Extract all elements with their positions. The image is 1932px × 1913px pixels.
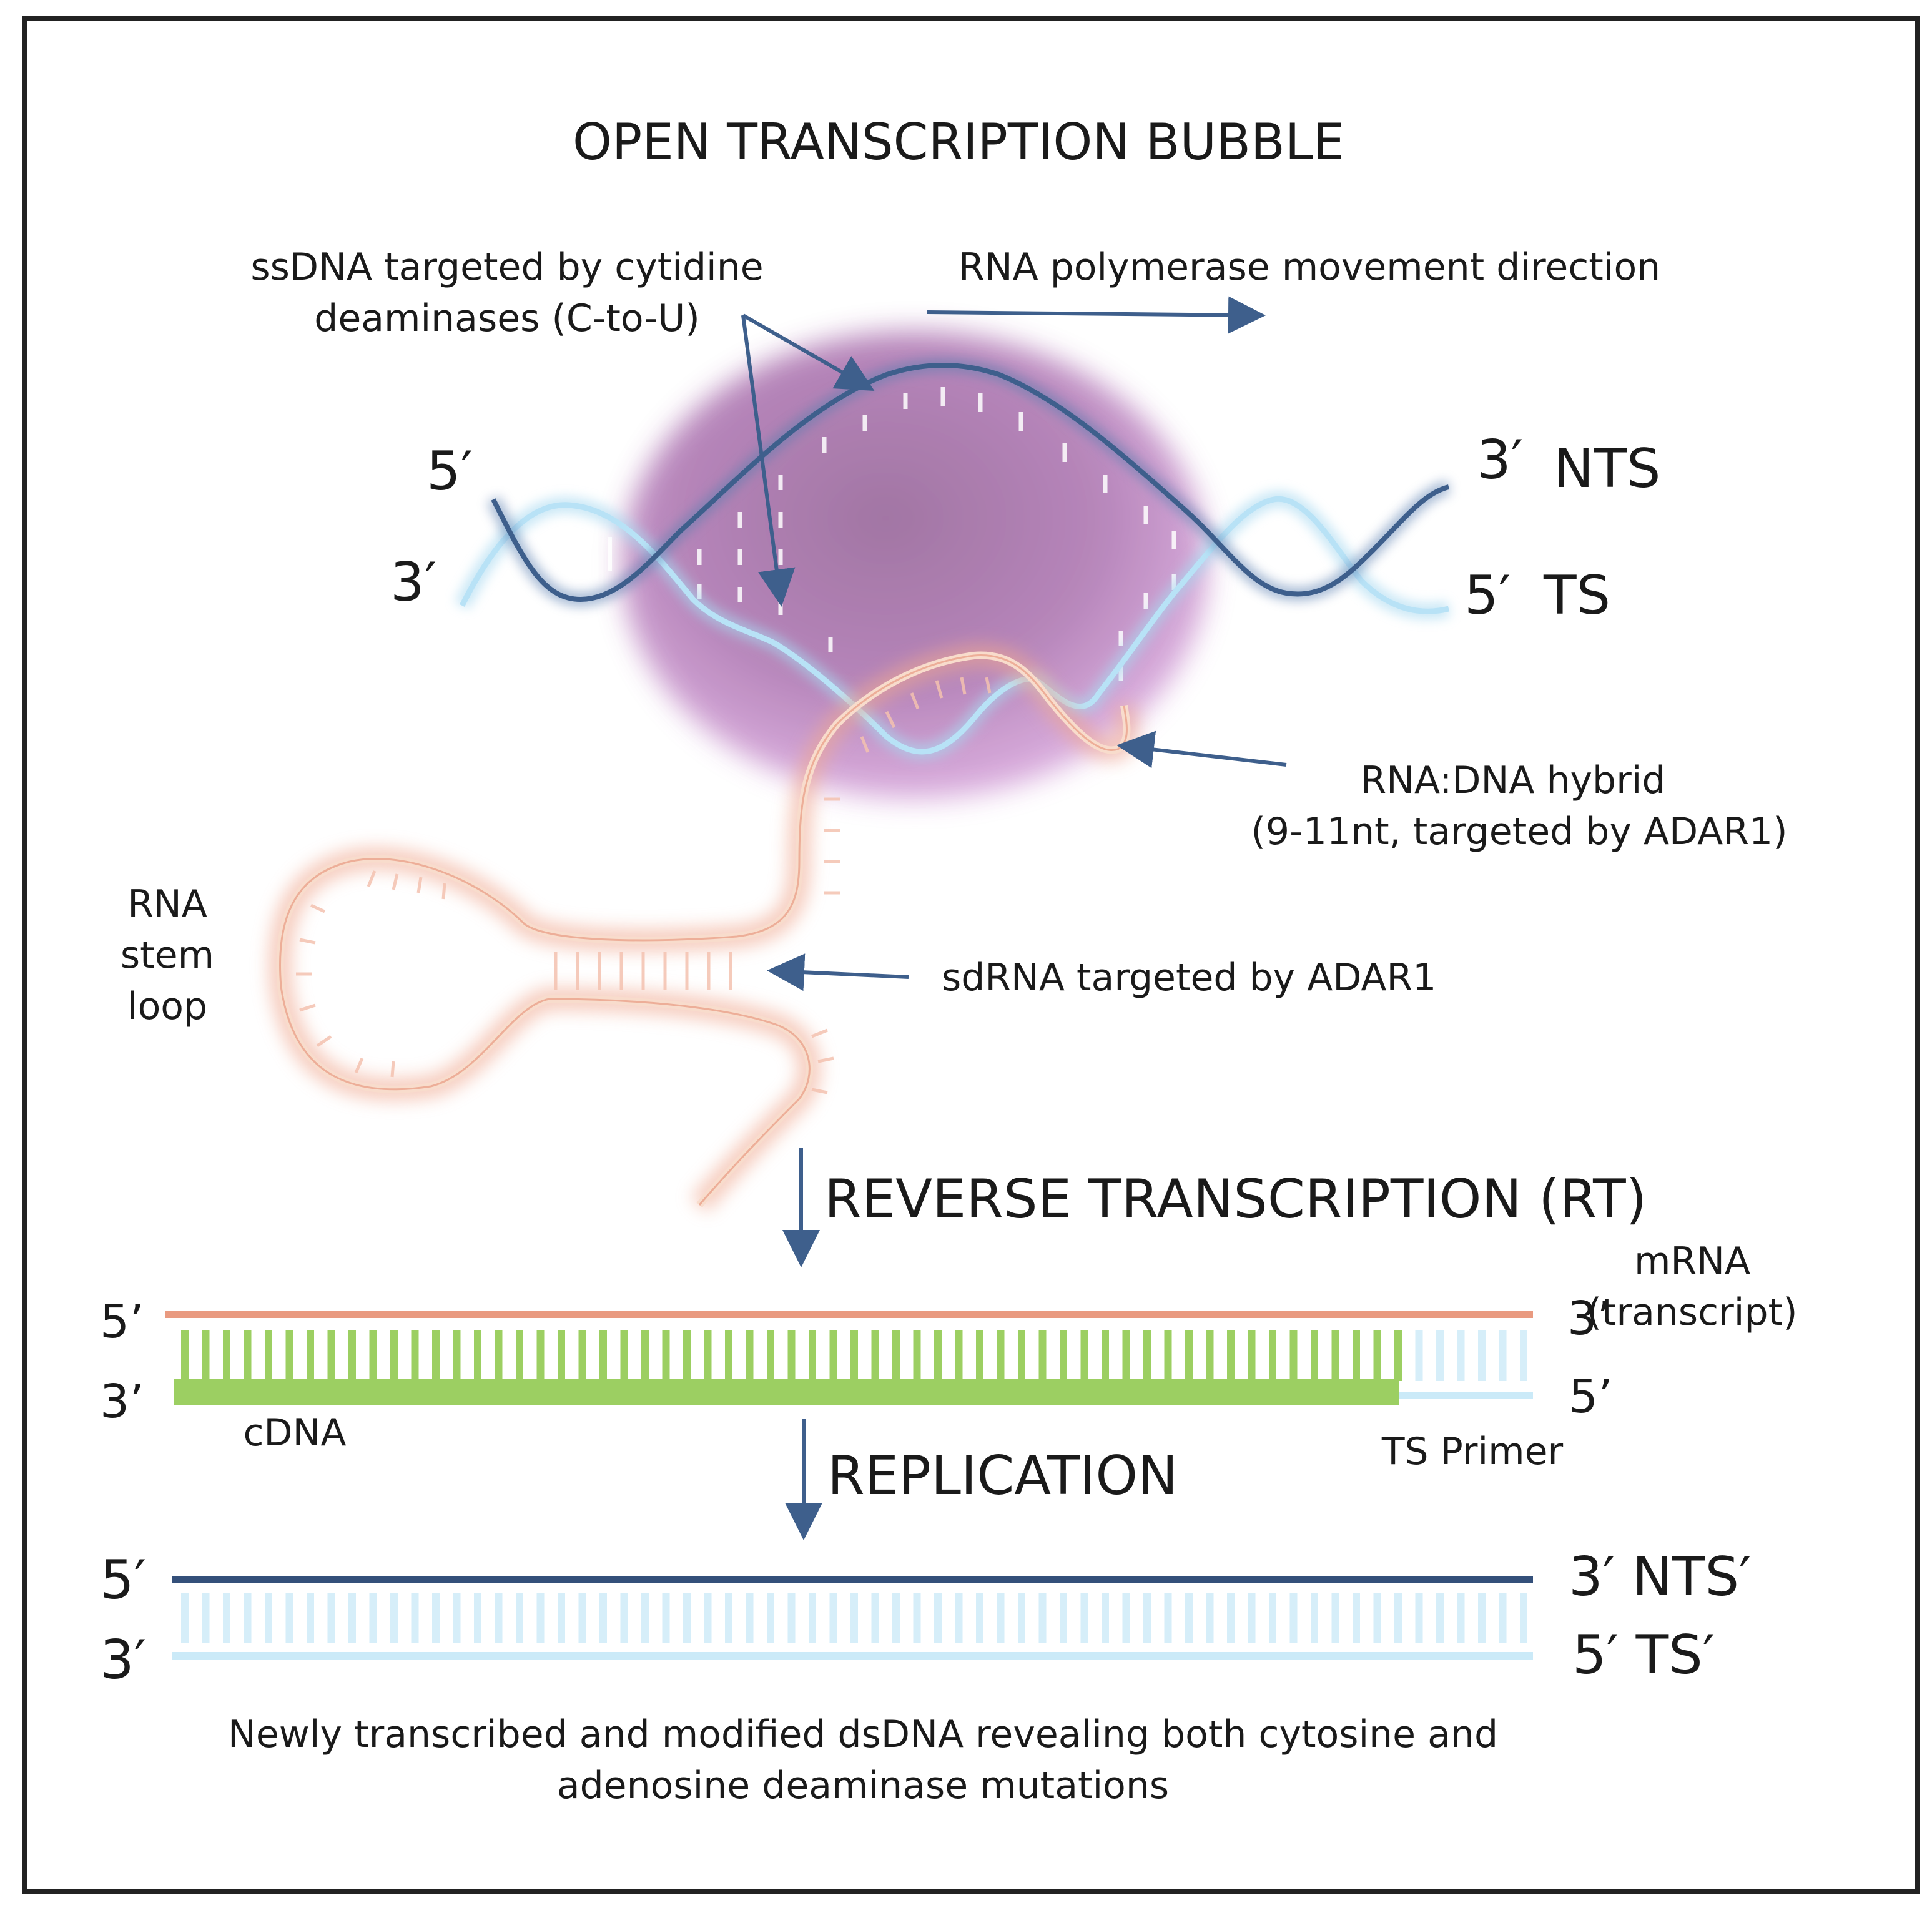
stemloop-label-line2: stem: [121, 933, 214, 977]
rna-transcript: [269, 644, 1138, 1212]
rt-right-bottom-end: 5’: [1569, 1370, 1613, 1424]
figure-title: OPEN TRANSCRIPTION BUBBLE: [573, 113, 1344, 171]
final-right-top-label: 3′ NTS′: [1569, 1546, 1752, 1608]
unpaired-bases: [697, 387, 1176, 681]
ts-primer-label: TS Primer: [1381, 1430, 1564, 1473]
non-template-strand: [487, 358, 1451, 607]
nts-label: NTS: [1554, 438, 1660, 500]
rt-left-top-end: 5’: [100, 1295, 144, 1349]
final-left-top-end: 5′: [100, 1549, 146, 1611]
final-left-bottom-end: 3′: [100, 1629, 146, 1691]
caption-line1: Newly transcribed and modified dsDNA rev…: [228, 1713, 1498, 1756]
cdna-label: cDNA: [243, 1411, 346, 1455]
stemloop-label-line3: loop: [127, 985, 207, 1028]
bubble-left-top-end: 5′: [426, 440, 473, 503]
arrow-ssdna-nts: [742, 313, 875, 391]
mrna-label-line1: mRNA: [1634, 1239, 1750, 1283]
annotation-arrows: [741, 296, 1287, 1540]
hybrid-label-line1: RNA:DNA hybrid: [1360, 759, 1665, 802]
caption-line2: adenosine deaminase mutations: [557, 1764, 1169, 1807]
rna-pairing-ticks: [296, 677, 992, 1094]
bubble-right-bottom-end: 5′: [1464, 564, 1511, 627]
bubble-left-bottom-end: 3′: [390, 551, 436, 614]
arrow-polymerase-direction: [927, 296, 1266, 334]
ssdna-label-line2: deaminases (C-to-U): [314, 297, 699, 340]
ssdna-label-line1: ssDNA targeted by cytidine: [250, 245, 763, 289]
polymerase-label: RNA polymerase movement direction: [959, 245, 1660, 289]
arrow-ssdna-ts: [741, 315, 796, 607]
rt-right-top-end: 3’: [1567, 1292, 1612, 1345]
mrna-label-line2: (transcript): [1587, 1291, 1797, 1334]
final-right-bottom-label: 5′ TS′: [1572, 1624, 1715, 1686]
final-dsdna: [172, 1570, 1533, 1666]
bubble-right-top-end: 3′: [1477, 429, 1523, 491]
replication-step-label: REPLICATION: [827, 1445, 1178, 1507]
figure-border: [22, 16, 1920, 1894]
rt-duplex: [165, 1302, 1533, 1405]
arrow-sdrna: [767, 953, 909, 991]
dna-left-end-pairs: [536, 521, 612, 590]
stemloop-label-line1: RNA: [127, 882, 207, 926]
rt-left-bottom-end: 3’: [100, 1375, 144, 1429]
cdna-strand: [174, 1379, 1399, 1405]
rt-pairing-ticks: [181, 1330, 1527, 1381]
rt-step-label: REVERSE TRANSCRIPTION (RT): [824, 1168, 1647, 1231]
ts-label: TS: [1543, 564, 1610, 627]
arrow-hybrid: [1116, 730, 1287, 769]
final-pairing-ticks: [181, 1593, 1527, 1643]
hybrid-label-line2: (9-11nt, targeted by ADAR1): [1251, 810, 1788, 853]
sdrna-label: sdRNA targeted by ADAR1: [942, 956, 1436, 1000]
